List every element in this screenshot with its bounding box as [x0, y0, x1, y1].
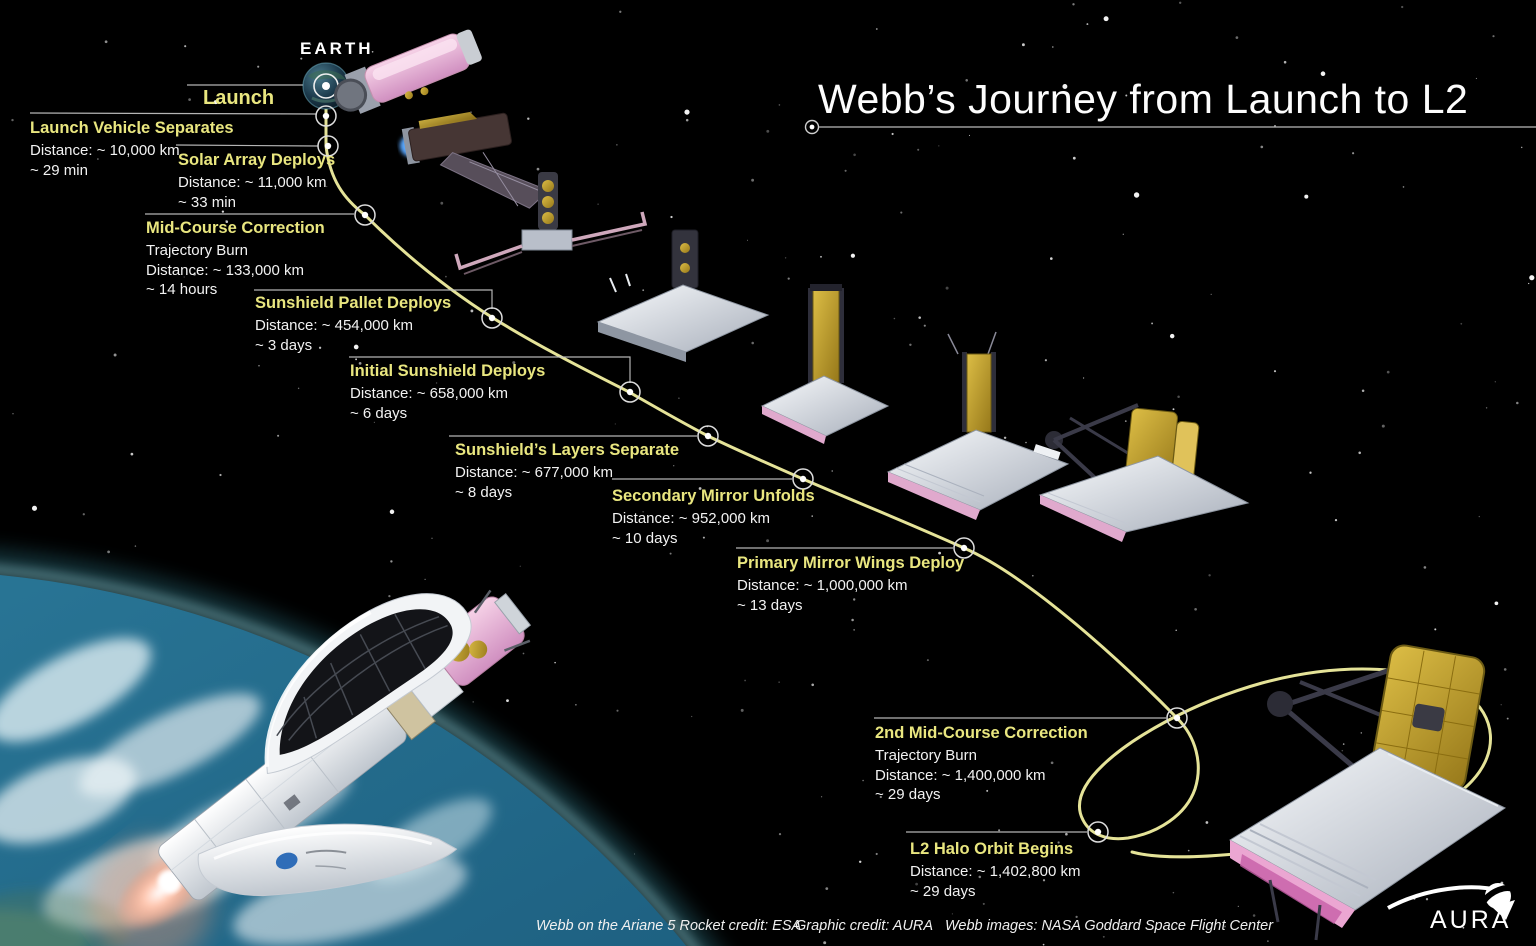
earth-label: EARTH [300, 39, 374, 58]
milestone-detail: ~ 29 min [30, 161, 88, 179]
milestone-initial-sunshield-deploys: Initial Sunshield Deploys Distance: ~ 65… [350, 362, 545, 423]
milestone-sunshield-pallet-deploys: Sunshield Pallet Deploys Distance: ~ 454… [255, 294, 451, 355]
credit-rocket: Webb on the Ariane 5 Rocket credit: ESA [536, 918, 802, 934]
trajectory-path [324, 94, 1493, 859]
fairing-cone-illustration [197, 823, 458, 897]
webb-stage-pallet-deploy-illustration [596, 229, 770, 362]
milestone-title: Mid-Course Correction [146, 219, 325, 237]
milestone-detail: Trajectory Burn [146, 242, 248, 259]
milestone-secondary-mirror-unfolds: Secondary Mirror Unfolds Distance: ~ 952… [612, 487, 815, 548]
fairing-panel-illustration [264, 593, 472, 775]
milestone-title: Secondary Mirror Unfolds [612, 487, 815, 505]
milestone-detail: Distance: ~ 10,000 km [30, 142, 180, 159]
leader-line-launch-vehicle-separates [29, 112, 317, 115]
node-sunshield-pallet-deploys [481, 307, 503, 329]
credit-images: Webb images: NASA Goddard Space Flight C… [945, 918, 1274, 934]
milestone-detail: Distance: ~ 11,000 km [178, 174, 327, 191]
page-title: Webb’s Journey from Launch to L2 [818, 76, 1469, 122]
milestone-title: Primary Mirror Wings Deploy [737, 554, 965, 572]
webb-stage-booms-deploy-illustration [454, 172, 648, 275]
trajectory-nodes [313, 73, 1188, 843]
milestone-detail: ~ 33 min [178, 193, 236, 211]
milestone-detail: ~ 14 hours [146, 281, 218, 298]
milestone-solar-array-deploys: Solar Array Deploys Distance: ~ 11,000 k… [178, 151, 335, 212]
milestone-detail: ~ 29 days [910, 882, 976, 900]
milestone-title: 2nd Mid-Course Correction [875, 724, 1088, 742]
node-secondary-mirror-unfolds [792, 468, 814, 490]
leader-lines [29, 84, 1166, 833]
milestone-detail: ~ 8 days [455, 483, 513, 501]
webb-stage-secondary-mirror-illustration [1038, 403, 1250, 542]
node-l2-halo-orbit-begins [1087, 821, 1109, 843]
milestone-launch-vehicle-separates: Launch Vehicle Separates Distance: ~ 10,… [30, 119, 234, 180]
milestone-detail: ~ 29 days [875, 786, 941, 803]
webb-stage-layers-separate-illustration [886, 331, 1070, 520]
milestone-l2-halo-orbit-begins: L2 Halo Orbit Begins Distance: ~ 1,402,8… [910, 840, 1081, 901]
milestone-detail: Trajectory Burn [875, 747, 977, 764]
milestone-detail: Distance: ~ 658,000 km [350, 385, 509, 402]
leader-line-initial-sunshield-deploys [349, 356, 631, 383]
node-2nd-mid-course-correction [1166, 707, 1188, 729]
leader-line-solar-array-deploys [175, 144, 319, 147]
milestone-sunshield-layers-separate: Sunshield’s Layers Separate Distance: ~ … [455, 441, 679, 502]
milestone-detail: Distance: ~ 1,000,000 km [737, 577, 908, 594]
milestone-title: Initial Sunshield Deploys [350, 362, 546, 380]
node-mid-course-correction [354, 204, 376, 226]
webb-final-deployed-illustration [1229, 644, 1506, 941]
launch-label: Launch [203, 87, 275, 109]
node-sunshield-layers-separate [697, 425, 719, 447]
webb-stage-folded-illustration [334, 29, 482, 114]
milestone-detail: ~ 3 days [255, 336, 313, 354]
aura-logo: AURA [1387, 883, 1515, 934]
credit-graphic: Graphic credit: AURA [795, 918, 934, 934]
title-underline [804, 119, 1536, 135]
webb-stage-solar-array-illustration [399, 111, 550, 209]
milestone-2nd-mid-course-correction: 2nd Mid-Course Correction Trajectory Bur… [875, 724, 1088, 805]
milestone-detail: Distance: ~ 133,000 km [146, 261, 305, 279]
milestone-detail: Distance: ~ 1,400,000 km [875, 766, 1046, 784]
aura-logo-text: AURA [1430, 906, 1511, 934]
leader-line-sunshield-pallet-deploys [254, 289, 493, 309]
milestone-mid-course-correction: Mid-Course Correction Trajectory Burn Di… [146, 219, 325, 300]
node-primary-mirror-wings-deploy [953, 537, 975, 559]
milestone-detail: ~ 6 days [350, 404, 408, 422]
milestone-detail: ~ 10 days [612, 529, 678, 547]
milestone-detail: Distance: ~ 454,000 km [255, 317, 414, 334]
milestone-detail: Distance: ~ 677,000 km [455, 464, 614, 481]
milestone-primary-mirror-wings-deploy: Primary Mirror Wings Deploy Distance: ~ … [737, 554, 964, 615]
node-initial-sunshield-deploys [619, 381, 641, 403]
milestone-detail: Distance: ~ 952,000 km [612, 510, 771, 527]
milestone-title: Launch Vehicle Separates [30, 119, 234, 137]
node-solar-array-deploys [317, 135, 339, 157]
milestone-detail: Distance: ~ 1,402,800 km [910, 863, 1081, 880]
webb-stage-initial-sunshield-illustration [760, 284, 890, 444]
rocket-launch-scene [0, 555, 712, 946]
milestone-title: Solar Array Deploys [178, 151, 336, 169]
milestone-title: Sunshield’s Layers Separate [455, 441, 680, 459]
node-launch-vehicle-separates [315, 105, 337, 127]
milestone-title: Sunshield Pallet Deploys [255, 294, 452, 312]
milestone-detail: ~ 13 days [737, 596, 803, 614]
milestone-title: L2 Halo Orbit Begins [910, 840, 1074, 858]
